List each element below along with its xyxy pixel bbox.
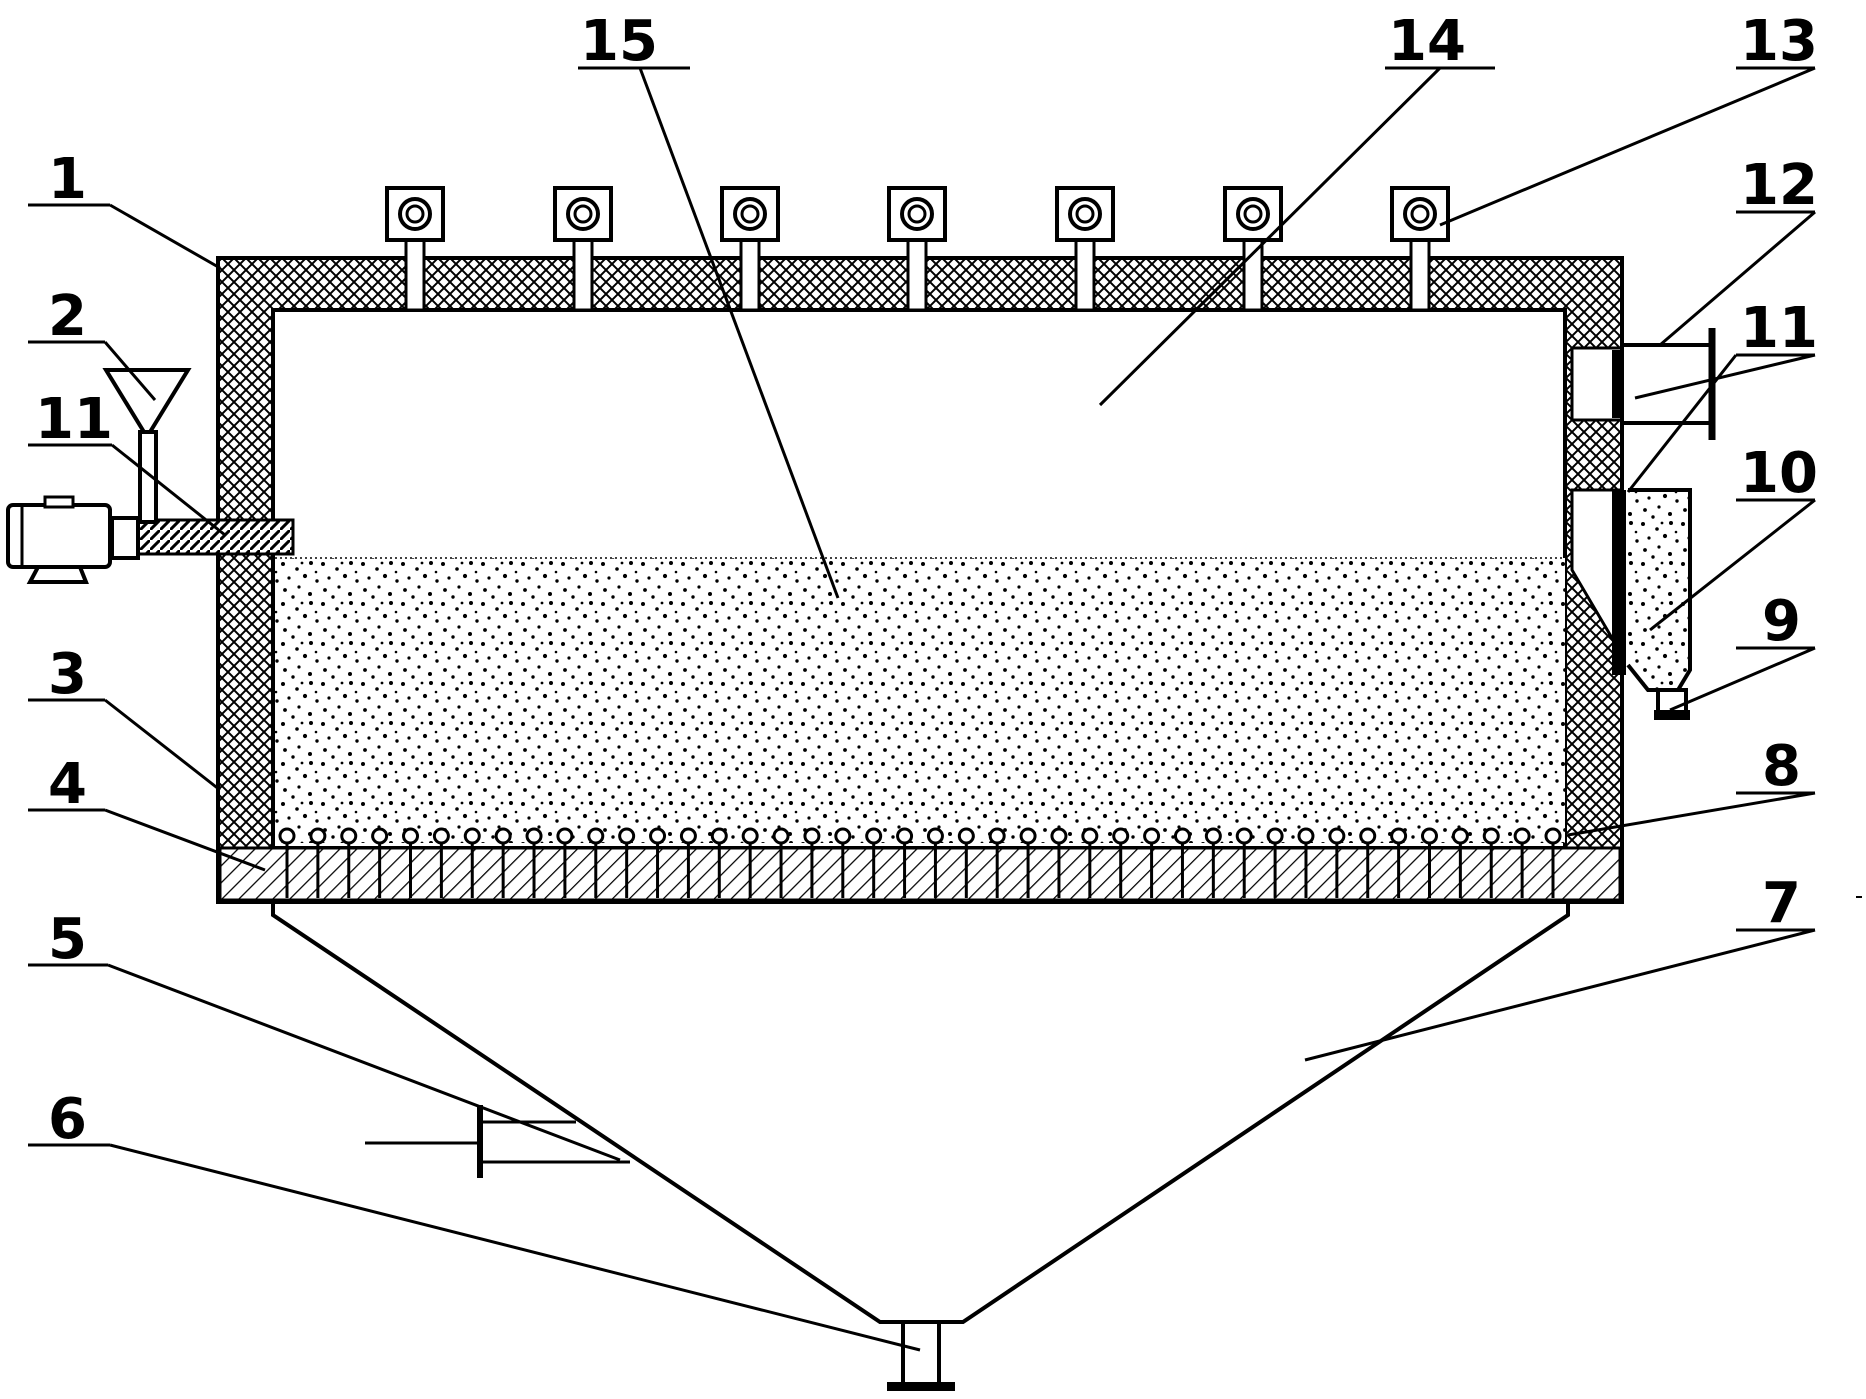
- nozzle: [1420, 827, 1438, 898]
- probe: [553, 186, 613, 312]
- label-4: 4: [48, 752, 87, 817]
- label-6: 6: [48, 1087, 87, 1152]
- nozzle: [1112, 827, 1130, 898]
- probe: [1055, 186, 1115, 312]
- nozzle: [803, 827, 821, 898]
- nozzle: [1359, 827, 1377, 898]
- nozzle: [741, 827, 759, 898]
- probe: [385, 186, 445, 312]
- nozzle: [309, 827, 327, 898]
- nozzle: [1328, 827, 1346, 898]
- label-11-left: 11: [35, 387, 113, 452]
- nozzle: [1297, 827, 1315, 898]
- nozzle: [618, 827, 636, 898]
- nozzle: [710, 827, 728, 898]
- nozzle: [1482, 827, 1500, 898]
- label-underlines: [28, 66, 1815, 1147]
- nozzle: [1143, 827, 1161, 898]
- nozzle: [1050, 827, 1068, 898]
- screw-feeder: [102, 368, 295, 560]
- nozzle: [1266, 827, 1284, 898]
- nozzle: [1204, 827, 1222, 898]
- nozzle: [957, 827, 975, 898]
- bottom-outlet: [887, 1320, 955, 1391]
- air-inlet-pipe: [365, 1105, 630, 1178]
- nozzle: [679, 827, 697, 898]
- leader-lines: [103, 66, 1816, 1352]
- probe: [720, 186, 780, 312]
- label-7: 7: [1762, 871, 1801, 936]
- feeder-motor: [6, 495, 112, 584]
- top-probes: [385, 186, 1450, 312]
- nozzle: [988, 827, 1006, 898]
- nozzle: [926, 827, 944, 898]
- label-1: 1: [48, 147, 87, 212]
- nozzle: [1390, 827, 1408, 898]
- label-3: 3: [48, 642, 87, 707]
- probe: [1390, 186, 1450, 312]
- label-9: 9: [1762, 589, 1801, 654]
- wind-box: [271, 902, 1570, 1324]
- nozzle: [896, 827, 914, 898]
- air-nozzles: [278, 827, 1562, 898]
- nozzle: [834, 827, 852, 898]
- nozzle: [1513, 827, 1531, 898]
- nozzle: [1081, 827, 1099, 898]
- label-12: 12: [1740, 153, 1818, 218]
- label-5: 5: [48, 907, 87, 972]
- part-labels: 1 2 11 3 4 5 6 15 14 13 12 11 10 9 8 7: [35, 9, 1818, 1152]
- nozzle: [865, 827, 883, 898]
- particle-bed: [275, 558, 1565, 843]
- nozzle: [649, 827, 667, 898]
- nozzle: [1544, 827, 1562, 898]
- nozzle: [432, 827, 450, 898]
- label-8: 8: [1762, 734, 1801, 799]
- nozzle: [278, 827, 296, 898]
- label-11-right: 11: [1740, 296, 1818, 361]
- label-13: 13: [1740, 9, 1818, 74]
- nozzle: [1451, 827, 1469, 898]
- nozzle: [494, 827, 512, 898]
- label-2: 2: [48, 284, 87, 349]
- nozzle: [1235, 827, 1253, 898]
- probe: [1223, 186, 1283, 312]
- nozzle: [772, 827, 790, 898]
- nozzle: [556, 827, 574, 898]
- nozzle: [587, 827, 605, 898]
- distributor-plate: [218, 846, 1622, 902]
- nozzle: [340, 827, 358, 898]
- label-14: 14: [1388, 9, 1466, 74]
- nozzle: [1019, 827, 1037, 898]
- nozzle: [402, 827, 420, 898]
- nozzle: [1173, 827, 1191, 898]
- nozzle: [525, 827, 543, 898]
- label-15: 15: [580, 9, 658, 74]
- nozzle: [463, 827, 481, 898]
- nozzle: [371, 827, 389, 898]
- probe: [887, 186, 947, 312]
- discharge-hopper: [1612, 488, 1692, 720]
- label-10: 10: [1740, 441, 1818, 506]
